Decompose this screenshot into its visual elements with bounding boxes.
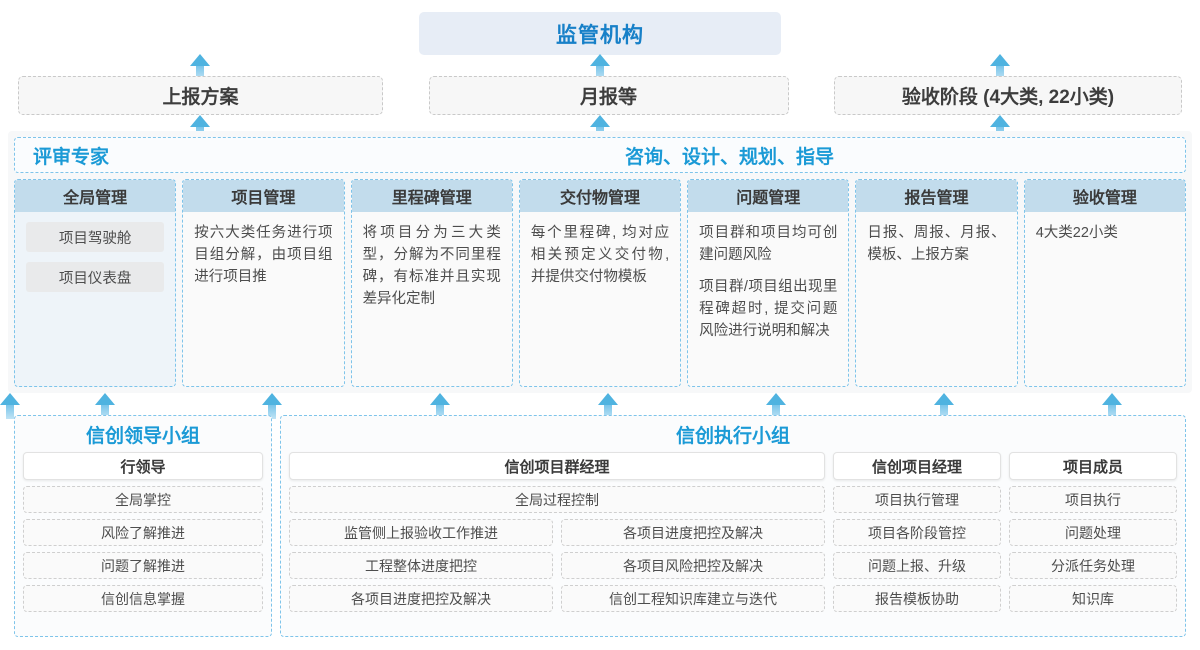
task-item[interactable]: 工程整体进度把控 <box>289 552 553 579</box>
card-title: 报告管理 <box>856 180 1017 212</box>
role-column-project-manager: 信创项目经理 项目执行管理 项目各阶段管控 问题上报、升级 报告模板协助 <box>833 452 1001 628</box>
capability-card-milestone[interactable]: 里程碑管理 将项目分为三大类型，分解为不同里程碑，有标准并且实现差异化定制 <box>350 179 513 387</box>
capability-card-report[interactable]: 报告管理 日报、周报、月报、模板、上报方案 <box>855 179 1018 387</box>
report-box-monthly[interactable]: 月报等 <box>428 76 789 115</box>
card-paragraph: 项目群/项目组出现里程碑超时, 提交问题风险进行说明和解决 <box>699 279 838 340</box>
role-consulting: 咨询、设计、规划、指导 <box>625 146 835 168</box>
card-title: 项目管理 <box>183 180 344 212</box>
report-label: 月报等 <box>579 87 637 108</box>
card-body: 日报、周报、月报、模板、上报方案 <box>856 212 1016 386</box>
task-item[interactable]: 问题上报、升级 <box>833 552 1001 579</box>
team-leadership: 信创领导小组 行领导 全局掌控 风险了解推进 问题了解推进 信创信息掌握 <box>14 415 272 637</box>
regulator-row: 监管机构 <box>0 12 1200 55</box>
role-review-expert: 评审专家 <box>33 146 110 168</box>
arrow-up-icon <box>990 54 1010 80</box>
role-head[interactable]: 信创项目经理 <box>833 452 1001 480</box>
task-row: 各项目进度把控及解决 信创工程知识库建立与迭代 <box>289 585 825 612</box>
card-body: 将项目分为三大类型，分解为不同里程碑，有标准并且实现差异化定制 <box>352 212 512 386</box>
report-box-plan[interactable]: 上报方案 <box>18 76 383 115</box>
task-row: 监管侧上报验收工作推进 各项目进度把控及解决 <box>289 519 825 546</box>
task-item[interactable]: 问题了解推进 <box>23 552 263 579</box>
task-item[interactable]: 风险了解推进 <box>23 519 263 546</box>
arrow-band-teams <box>0 393 1200 419</box>
capability-card-acceptance[interactable]: 验收管理 4大类22小类 <box>1023 179 1186 387</box>
capability-card-project[interactable]: 项目管理 按六大类任务进行项目组分解，由项目组进行项目推 <box>182 179 345 387</box>
card-pill[interactable]: 项目仪表盘 <box>26 262 165 292</box>
execution-role-columns: 信创项目群经理 全局过程控制 监管侧上报验收工作推进 各项目进度把控及解决 工程… <box>289 452 1177 628</box>
task-item[interactable]: 知识库 <box>1009 585 1177 612</box>
task-row: 工程整体进度把控 各项目风险把控及解决 <box>289 552 825 579</box>
capability-panel: 评审专家 咨询、设计、规划、指导 全局管理 项目驾驶舱 项目仪表盘 项目管理 按… <box>8 131 1192 393</box>
card-body: 4大类22小类 <box>1025 212 1185 386</box>
capability-cards: 全局管理 项目驾驶舱 项目仪表盘 项目管理 按六大类任务进行项目组分解，由项目组… <box>14 179 1186 387</box>
task-item[interactable]: 全局掌控 <box>23 486 263 513</box>
card-paragraph: 按六大类任务进行项目组分解，由项目组进行项目推 <box>194 225 333 286</box>
program-manager-tasks: 全局过程控制 监管侧上报验收工作推进 各项目进度把控及解决 工程整体进度把控 各… <box>289 486 825 612</box>
task-item[interactable]: 问题处理 <box>1009 519 1177 546</box>
card-title: 全局管理 <box>15 180 176 212</box>
card-title: 交付物管理 <box>519 180 681 212</box>
regulator-box: 监管机构 <box>419 12 781 55</box>
task-item[interactable]: 监管侧上报验收工作推进 <box>289 519 553 546</box>
card-title: 里程碑管理 <box>351 180 512 212</box>
arrow-up-icon <box>598 393 618 419</box>
card-title: 问题管理 <box>688 180 849 212</box>
role-column-project-member: 项目成员 项目执行 问题处理 分派任务处理 知识库 <box>1009 452 1177 628</box>
report-box-acceptance[interactable]: 验收阶段 (4大类, 22小类) <box>834 76 1182 115</box>
regulator-label: 监管机构 <box>556 23 644 47</box>
card-body: 每个里程碑, 均对应相关预定义交付物, 并提供交付物模板 <box>520 212 680 386</box>
capability-card-global[interactable]: 全局管理 项目驾驶舱 项目仪表盘 <box>14 179 177 387</box>
task-item[interactable]: 报告模板协助 <box>833 585 1001 612</box>
task-item[interactable]: 信创工程知识库建立与迭代 <box>561 585 825 612</box>
task-item[interactable]: 项目各阶段管控 <box>833 519 1001 546</box>
report-label: 验收阶段 (4大类, 22小类) <box>901 87 1115 108</box>
arrow-up-icon <box>262 393 282 419</box>
card-pill[interactable]: 项目驾驶舱 <box>26 222 165 252</box>
card-paragraph: 将项目分为三大类型，分解为不同里程碑，有标准并且实现差异化定制 <box>362 225 501 308</box>
task-item[interactable]: 各项目进度把控及解决 <box>289 585 553 612</box>
role-head[interactable]: 项目成员 <box>1009 452 1177 480</box>
arrow-band-regulator <box>0 54 1200 80</box>
capability-card-deliverable[interactable]: 交付物管理 每个里程碑, 均对应相关预定义交付物, 并提供交付物模板 <box>518 179 682 387</box>
arrow-up-icon <box>190 54 210 80</box>
report-label: 上报方案 <box>162 87 239 108</box>
role-head[interactable]: 信创项目群经理 <box>289 452 825 480</box>
team-title: 信创领导小组 <box>85 426 200 447</box>
card-paragraph: 每个里程碑, 均对应相关预定义交付物, 并提供交付物模板 <box>530 225 670 286</box>
card-body: 项目驾驶舱 项目仪表盘 <box>15 212 175 386</box>
task-item[interactable]: 项目执行管理 <box>833 486 1001 513</box>
card-paragraph: 日报、周报、月报、模板、上报方案 <box>867 225 1006 264</box>
task-item[interactable]: 信创信息掌握 <box>23 585 263 612</box>
card-title: 验收管理 <box>1024 180 1185 212</box>
arrow-up-icon <box>934 393 954 419</box>
arrow-up-icon <box>766 393 786 419</box>
role-head[interactable]: 行领导 <box>23 452 263 480</box>
card-body: 项目群和项目均可创建问题风险 项目群/项目组出现里程碑超时, 提交问题风险进行说… <box>688 212 848 386</box>
capability-card-issue[interactable]: 问题管理 项目群和项目均可创建问题风险 项目群/项目组出现里程碑超时, 提交问题… <box>687 179 850 387</box>
report-row: 上报方案 月报等 验收阶段 (4大类, 22小类) <box>0 76 1200 115</box>
team-execution: 信创执行小组 信创项目群经理 全局过程控制 监管侧上报验收工作推进 各项目进度把… <box>280 415 1186 637</box>
arrow-up-icon <box>1102 393 1122 419</box>
arrow-up-icon <box>430 393 450 419</box>
card-paragraph: 项目群和项目均可创建问题风险 <box>699 225 838 264</box>
arrow-up-icon <box>590 54 610 80</box>
card-paragraph: 4大类22小类 <box>1035 225 1118 241</box>
teams-row: 信创领导小组 行领导 全局掌控 风险了解推进 问题了解推进 信创信息掌握 信创执… <box>14 415 1186 637</box>
arrow-up-icon <box>95 393 115 419</box>
team-title: 信创执行小组 <box>675 426 790 447</box>
advisor-roles-bar: 评审专家 咨询、设计、规划、指导 <box>14 137 1186 173</box>
role-column-bank-leader: 行领导 全局掌控 风险了解推进 问题了解推进 信创信息掌握 <box>23 452 263 628</box>
role-column-program-manager: 信创项目群经理 全局过程控制 监管侧上报验收工作推进 各项目进度把控及解决 工程… <box>289 452 825 628</box>
task-item[interactable]: 项目执行 <box>1009 486 1177 513</box>
card-body: 按六大类任务进行项目组分解，由项目组进行项目推 <box>183 212 343 386</box>
task-item[interactable]: 全局过程控制 <box>289 486 825 513</box>
task-item[interactable]: 各项目进度把控及解决 <box>561 519 825 546</box>
task-item[interactable]: 分派任务处理 <box>1009 552 1177 579</box>
task-item[interactable]: 各项目风险把控及解决 <box>561 552 825 579</box>
